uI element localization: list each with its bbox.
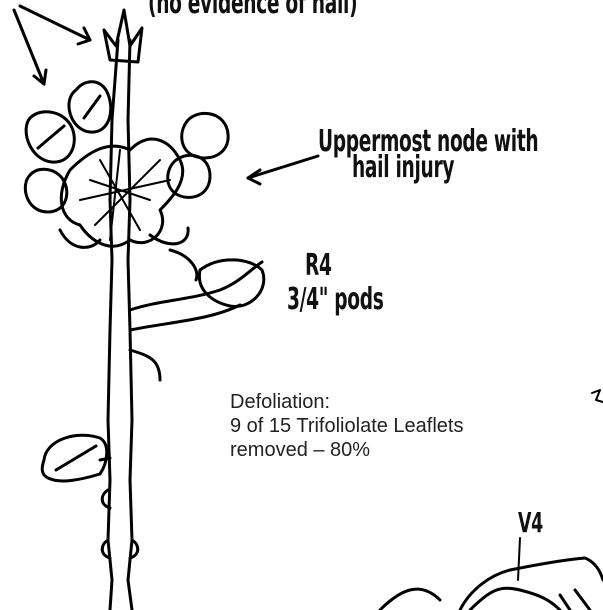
top-caption: (no evidence of hail) xyxy=(148,0,357,21)
branch-lower xyxy=(130,350,160,380)
top-bud xyxy=(104,10,142,62)
v4-pointer xyxy=(518,538,520,580)
main-stem-outline xyxy=(128,40,132,610)
arrow-to-bud xyxy=(20,6,90,40)
node-label-line2: hail injury xyxy=(352,150,454,185)
v4-seedling xyxy=(380,558,603,610)
leaf-upper-1 xyxy=(69,82,111,132)
arrow-to-leaf xyxy=(14,10,44,84)
stage-label: R4 xyxy=(305,248,332,283)
leaf-right-1 xyxy=(182,113,228,158)
defoliation-line1: 9 of 15 Trifoliolate Leaflets xyxy=(230,415,463,437)
defoliation-title: Defoliation: xyxy=(230,391,330,413)
v4-label: V4 xyxy=(518,506,543,539)
edge-mark xyxy=(592,390,603,402)
arrow-to-node xyxy=(248,156,318,178)
leaf-right-2 xyxy=(168,155,210,197)
main-stem xyxy=(108,40,118,610)
damaged-canopy xyxy=(61,139,182,246)
defoliation-line2: removed – 80% xyxy=(230,439,370,461)
pod-label: 3/4" pods xyxy=(287,282,384,317)
